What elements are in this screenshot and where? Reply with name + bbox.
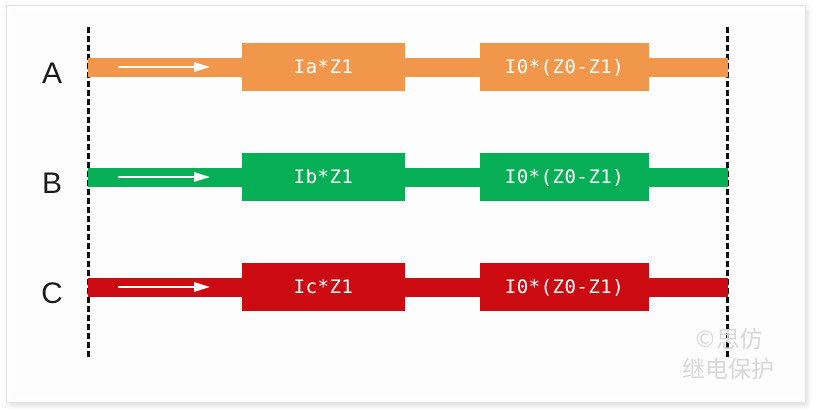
watermark: ©思仿 继电保护 (682, 325, 774, 385)
phase-row-a: A Ia*Z1 I0*(Z0-Z1) (10, 35, 802, 113)
arrow-shaft (118, 176, 194, 178)
current-flow-arrow-icon-a (118, 62, 210, 73)
phase-label-b: B (41, 167, 62, 200)
diagram-canvas: A Ia*Z1 I0*(Z0-Z1) B Ib*Z1 I0*(Z0-Z1) C (10, 9, 802, 399)
current-flow-arrow-icon-b (118, 172, 210, 183)
arrow-shaft (118, 286, 194, 288)
voltage-drop-box-c-near: Ic*Z1 (242, 263, 405, 311)
left-boundary-dashed-line (87, 27, 90, 357)
arrow-head (194, 62, 210, 72)
arrow-head (194, 282, 210, 292)
arrow-shaft (118, 66, 194, 68)
watermark-line-1: ©思仿 (693, 327, 763, 353)
voltage-drop-box-a-near: Ia*Z1 (242, 43, 405, 91)
phase-label-a: A (41, 57, 62, 90)
voltage-drop-box-b-far: I0*(Z0-Z1) (480, 153, 649, 201)
phase-row-b: B Ib*Z1 I0*(Z0-Z1) (10, 145, 802, 223)
voltage-drop-box-c-far: I0*(Z0-Z1) (480, 263, 649, 311)
voltage-drop-box-b-near: Ib*Z1 (242, 153, 405, 201)
right-boundary-dashed-line (726, 27, 729, 357)
watermark-line-2: 继电保护 (682, 357, 774, 383)
phase-label-c: C (41, 277, 63, 310)
arrow-head (194, 172, 210, 182)
phase-row-c: C Ic*Z1 I0*(Z0-Z1) (10, 255, 802, 333)
current-flow-arrow-icon-c (118, 282, 210, 293)
voltage-drop-box-a-far: I0*(Z0-Z1) (480, 43, 649, 91)
